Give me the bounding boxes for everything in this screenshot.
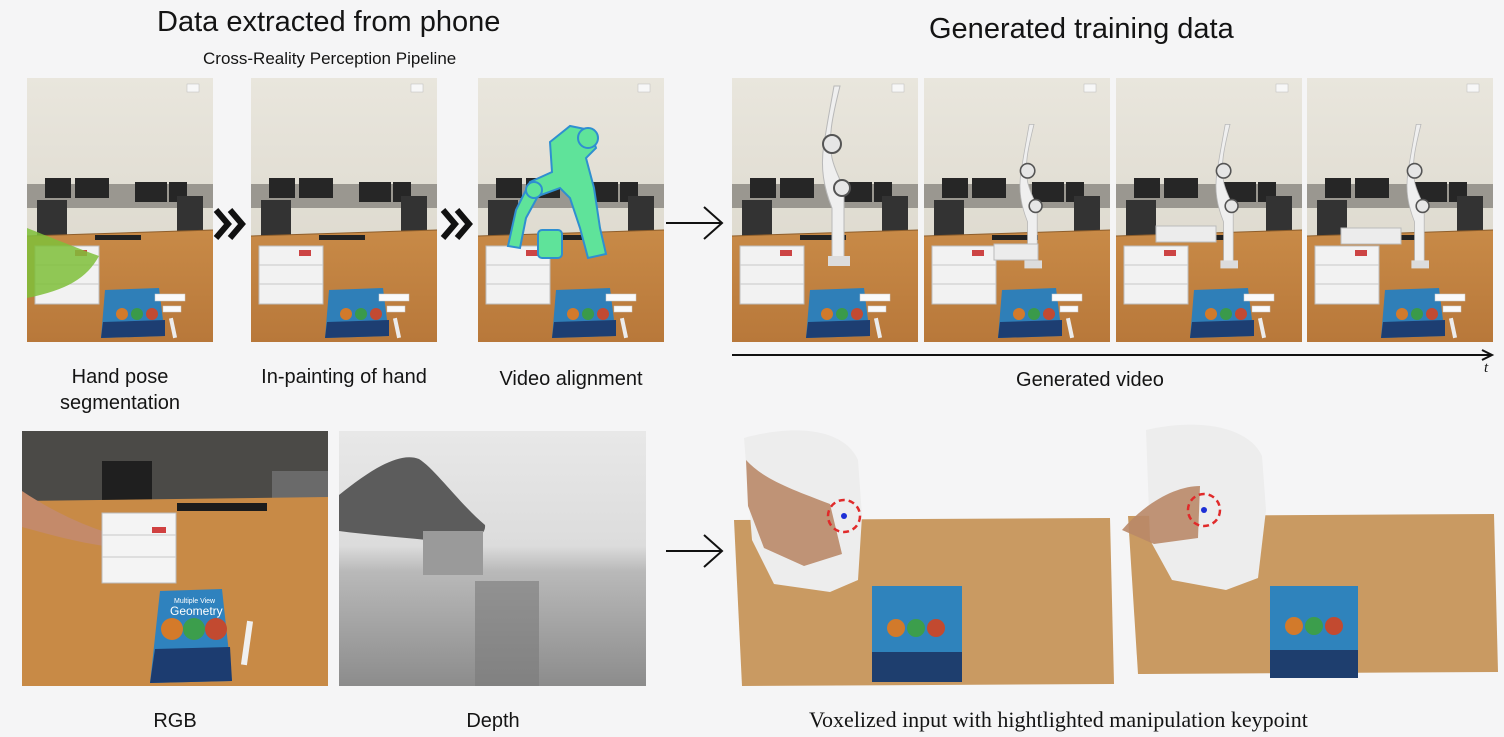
- voxelized-caption: Voxelized input with hightlighted manipu…: [809, 707, 1308, 732]
- keypoint-dot: [841, 513, 847, 519]
- voxelized-scene-1: [734, 430, 1114, 686]
- generated-frame-2: [924, 78, 1110, 342]
- keypoint-ring: [826, 498, 862, 534]
- generated-frame-4: [1307, 78, 1493, 342]
- generated-frame-1: [732, 78, 918, 342]
- book: Multiple View Geometry: [150, 589, 232, 683]
- keypoint-ring: [1186, 492, 1222, 528]
- step-caption-inpainting: In-painting of hand: [261, 366, 427, 388]
- inpainted-frame: [251, 78, 437, 342]
- depth-caption: Depth: [466, 710, 520, 732]
- right-section-title: Generated training data: [929, 13, 1234, 45]
- voxelized-scene-2: [1122, 424, 1498, 678]
- time-axis: [732, 349, 1495, 361]
- generated-video-label: Generated video: [1016, 369, 1164, 391]
- rgb-image: Multiple View Geometry: [22, 431, 328, 686]
- rgb-caption: RGB: [153, 710, 197, 732]
- hand-mask-overlay: [27, 228, 99, 298]
- hand-segmentation-frame: [27, 78, 213, 342]
- depth-image: [339, 431, 646, 686]
- time-axis-symbol: t: [1484, 360, 1489, 376]
- step-caption-hand-pose: Hand pose segmentation: [59, 366, 181, 414]
- aligned-robot-overlay: [506, 124, 608, 260]
- book-title-line1: Multiple View: [174, 598, 216, 605]
- keypoint-dot: [1201, 507, 1207, 513]
- arrow-right-icon: [666, 206, 724, 240]
- arrow-chevron-icon: [213, 206, 247, 242]
- step-caption-alignment: Video alignment: [499, 368, 643, 390]
- generated-frame-3: [1116, 78, 1302, 342]
- arrow-right-icon: [666, 534, 724, 568]
- video-alignment-frame: [478, 78, 664, 342]
- pipeline-subtitle: Cross-Reality Perception Pipeline: [203, 49, 457, 68]
- left-section-title: Data extracted from phone: [157, 6, 501, 38]
- arrow-chevron-icon: [440, 206, 474, 242]
- book-title-line2: Geometry: [170, 604, 223, 618]
